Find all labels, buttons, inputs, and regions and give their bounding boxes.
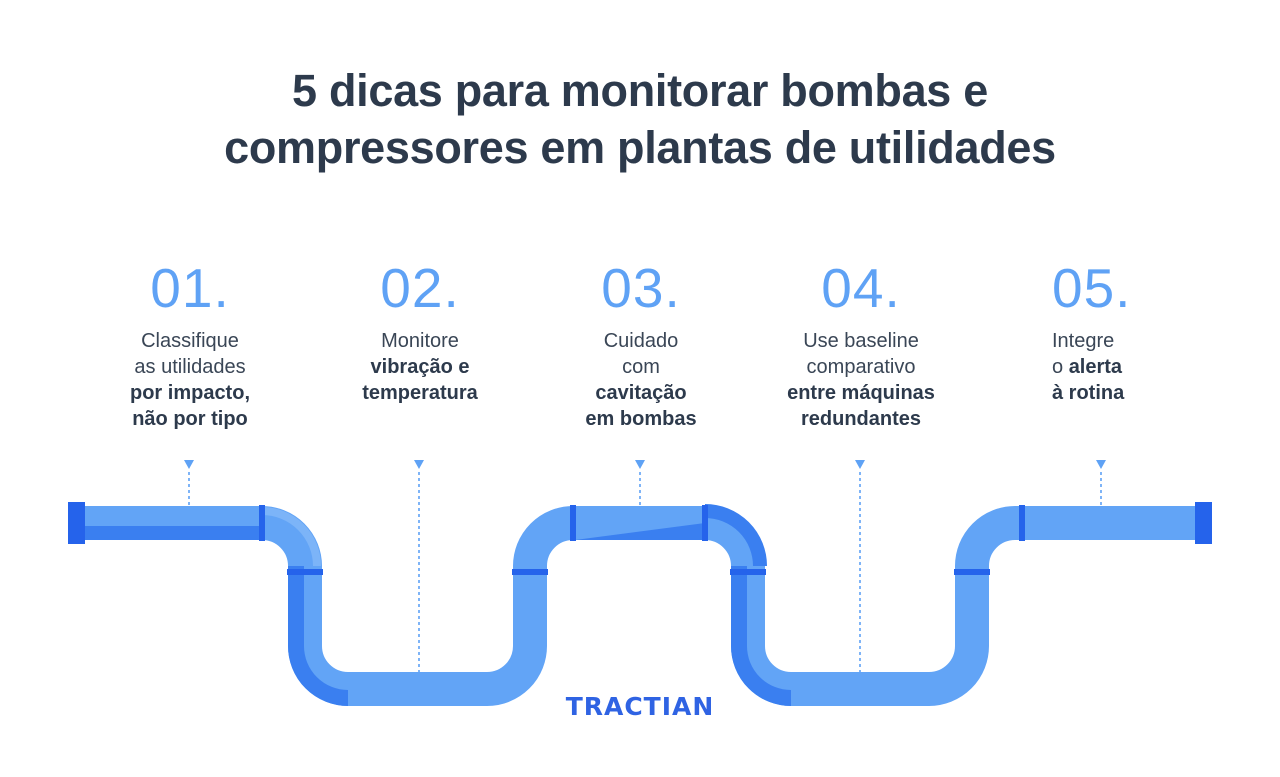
pipe-body xyxy=(78,504,1202,706)
down-arrow-icon xyxy=(855,460,865,469)
pipe-joint xyxy=(954,569,990,575)
step-line: com xyxy=(622,356,660,378)
pipe-joint xyxy=(702,505,708,541)
down-arrow-icon xyxy=(414,460,424,469)
step-number: 01. xyxy=(150,257,230,319)
pipe-joint xyxy=(512,569,548,575)
pipe-shade xyxy=(575,523,705,540)
step-description: Monitore vibração e temperatura xyxy=(310,328,530,406)
step-line: comparativo xyxy=(806,356,916,378)
step-line: redundantes xyxy=(800,408,922,430)
step-line: temperatura xyxy=(362,382,478,404)
step-number: 05. xyxy=(1052,257,1132,319)
step-3: 03. Cuidado com cavitação em bombas xyxy=(531,256,751,432)
pipe-joint xyxy=(570,505,576,541)
step-line: as utilidades xyxy=(134,356,246,378)
step-line: Cuidado xyxy=(603,330,679,352)
pipe-segment xyxy=(78,506,1202,706)
step-line: não por tipo xyxy=(132,408,248,430)
pipe-shade xyxy=(288,566,349,706)
step-line: Monitore xyxy=(381,330,459,352)
pipe-end-cap-left xyxy=(68,502,85,544)
step-line: entre máquinas xyxy=(787,382,935,404)
step-line: o alerta xyxy=(1052,356,1123,378)
step-line: Classifique xyxy=(141,330,239,352)
step-5: 05. Integre o alerta à rotina xyxy=(990,256,1212,406)
step-description: Cuidado com cavitação em bombas xyxy=(531,328,751,432)
step-line: à rotina xyxy=(1052,382,1125,404)
step-line: por impacto, xyxy=(129,382,250,404)
pipe-joint xyxy=(1019,505,1025,541)
step-line: Use baseline xyxy=(803,330,919,352)
pipe-joint xyxy=(287,569,323,575)
down-arrow-icon xyxy=(1096,460,1106,469)
title-line-1: 5 dicas para monitorar bombas e xyxy=(292,65,988,116)
step-4: 04. Use baseline comparativo entre máqui… xyxy=(751,256,971,432)
pipe-highlight xyxy=(261,507,321,567)
down-arrow-icon xyxy=(635,460,645,469)
pipe-end-cap-right xyxy=(1195,502,1212,544)
pipe-joints xyxy=(68,502,1212,575)
pipe-shade xyxy=(704,504,767,567)
step-number: 02. xyxy=(380,257,460,319)
step-line: em bombas xyxy=(585,408,697,430)
title-line-2: compressores em plantas de utilidades xyxy=(224,122,1056,173)
step-1: 01. Classifique as utilidades por impact… xyxy=(80,256,300,432)
down-arrow-icon xyxy=(184,460,194,469)
step-2: 02. Monitore vibração e temperatura xyxy=(310,256,530,406)
step-line: Integre xyxy=(1052,330,1115,352)
step-description: Use baseline comparativo entre máquinas … xyxy=(751,328,971,432)
step-number: 04. xyxy=(821,257,901,319)
pipe-joint xyxy=(259,505,265,541)
pipe-shade xyxy=(731,566,792,706)
page-title: 5 dicas para monitorar bombas e compress… xyxy=(0,62,1280,176)
step-line: cavitação xyxy=(595,382,687,404)
pointer-arrows xyxy=(184,460,1106,469)
step-description: Classifique as utilidades por impacto, n… xyxy=(80,328,300,432)
step-description: Integre o alerta à rotina xyxy=(1052,328,1212,406)
brand-logo: TRACTIAN xyxy=(565,692,715,721)
pipe-joint xyxy=(730,569,766,575)
step-number: 03. xyxy=(601,257,681,319)
step-line: vibração e xyxy=(370,356,470,378)
